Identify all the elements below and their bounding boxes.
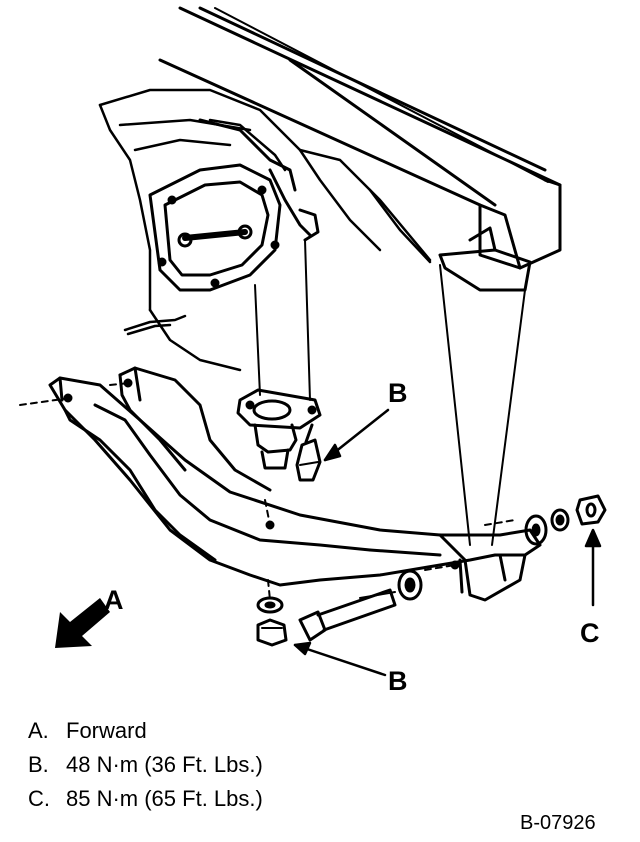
transmission-extension-housing [148,118,320,292]
callout-c: C [580,618,600,648]
right-washers-nut [524,494,607,546]
transmission-mount [236,388,322,470]
wire-clip [123,314,187,336]
callout-b-upper: B [388,378,408,408]
through-bolt-assembly [298,569,423,642]
legend-row-b: B. 48 N·m (36 Ft. Lbs.) [28,748,263,782]
legend-row-c: C. 85 N·m (65 Ft. Lbs.) [28,782,263,816]
leader-arrows [293,408,602,677]
callout-a: A [104,585,124,615]
forward-arrow-icon [55,598,110,648]
alignment-lines [254,239,526,546]
legend: A. Forward B. 48 N·m (36 Ft. Lbs.) C. 85 N·… [28,714,263,816]
frame-rail [158,6,562,292]
legend-key: B. [28,752,49,777]
crossmember [48,366,542,602]
bolt-axis-lines [19,382,516,601]
legend-text: Forward [66,718,147,743]
legend-text: 48 N·m (36 Ft. Lbs.) [66,752,263,777]
figure-id: B-07926 [520,812,596,834]
legend-key: C. [28,786,50,811]
callout-b-lower: B [388,666,408,696]
legend-text: 85 N·m (65 Ft. Lbs.) [66,786,263,811]
legend-row-a: A. Forward [28,714,263,748]
legend-key: A. [28,718,49,743]
upper-mount-bolt [295,423,322,482]
lower-mount-nut [256,596,288,647]
